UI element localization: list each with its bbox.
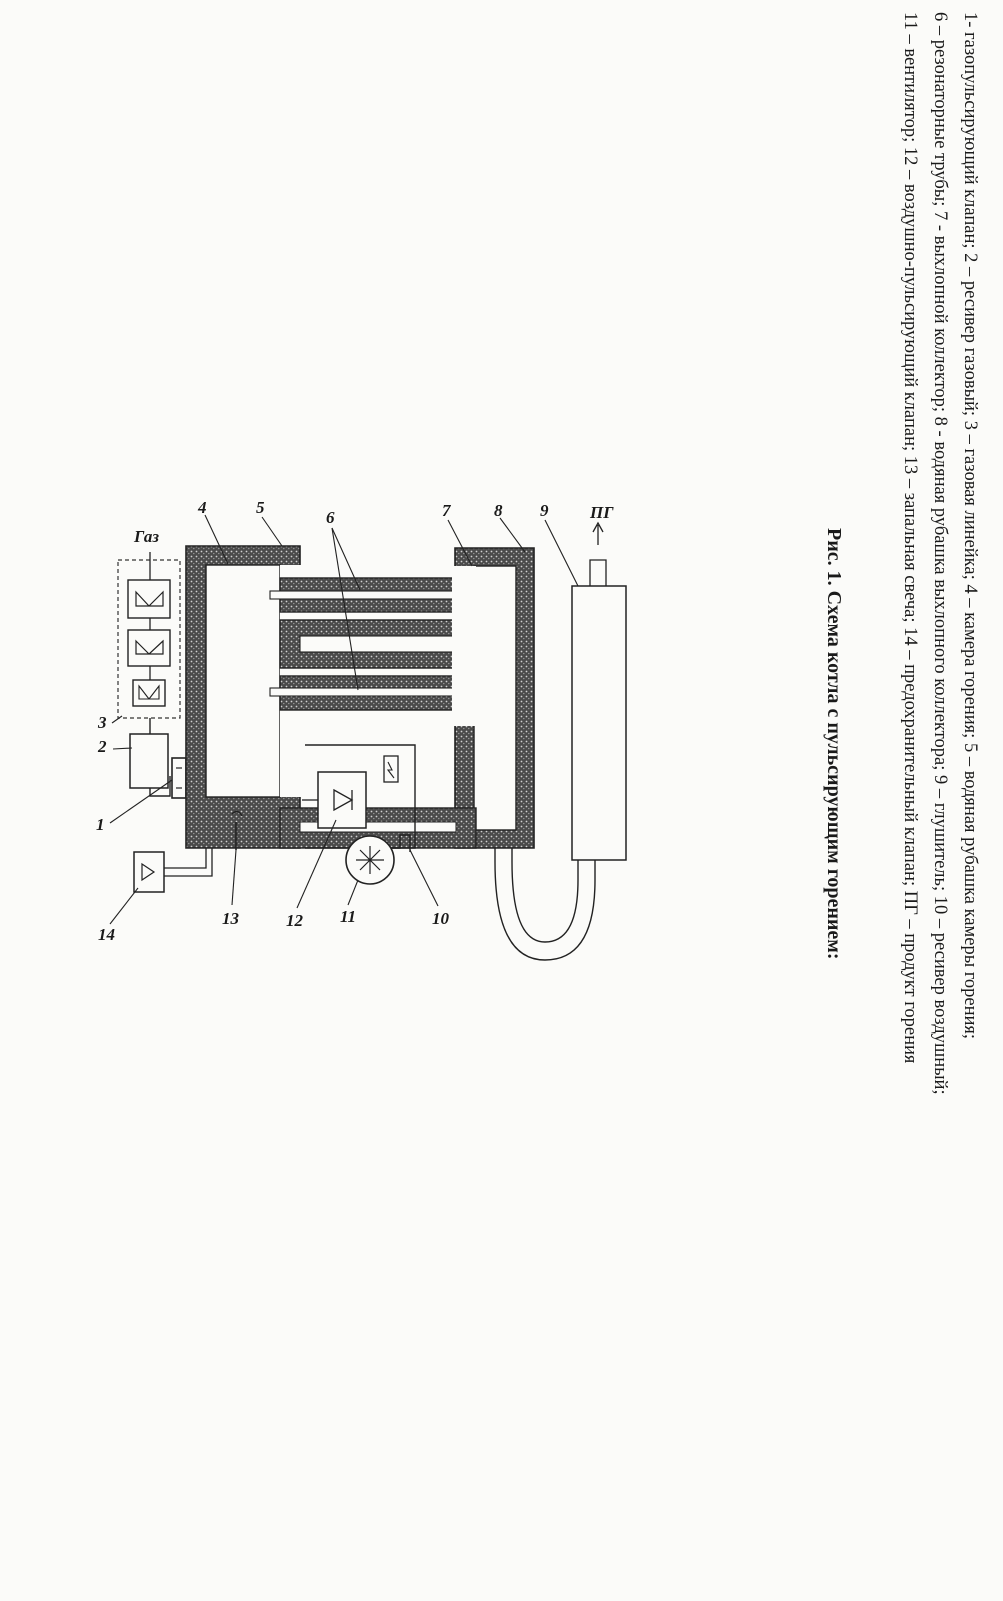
exhaust-collector: [473, 565, 517, 831]
gas-receiver: [129, 733, 169, 789]
label-12: 12: [286, 911, 304, 930]
label-13: 13: [222, 909, 240, 928]
label-4: 4: [197, 498, 207, 517]
label-10: 10: [432, 909, 450, 928]
air-pulsing-valve: [317, 771, 367, 829]
label-7: 7: [442, 501, 452, 520]
fan: [345, 834, 411, 885]
label-9: 9: [540, 501, 549, 520]
label-6: 6: [326, 508, 335, 527]
label-3: 3: [97, 713, 107, 732]
label-pg: ПГ: [589, 503, 614, 522]
label-1: 1: [96, 815, 105, 834]
exhaust-collector-jacket: [452, 547, 535, 849]
gas-line-box: [117, 552, 181, 719]
safety-valve: [133, 851, 165, 893]
label-11: 11: [340, 907, 356, 926]
label-5: 5: [256, 498, 265, 517]
combustion-chamber: [205, 564, 281, 798]
label-gas: Газ: [133, 527, 159, 546]
label-8: 8: [494, 501, 503, 520]
exhaust-pipe: [494, 848, 596, 961]
muffler: [571, 585, 627, 861]
label-14: 14: [98, 925, 115, 944]
label-2: 2: [97, 737, 107, 756]
gas-pulsing-valve: [171, 757, 187, 799]
